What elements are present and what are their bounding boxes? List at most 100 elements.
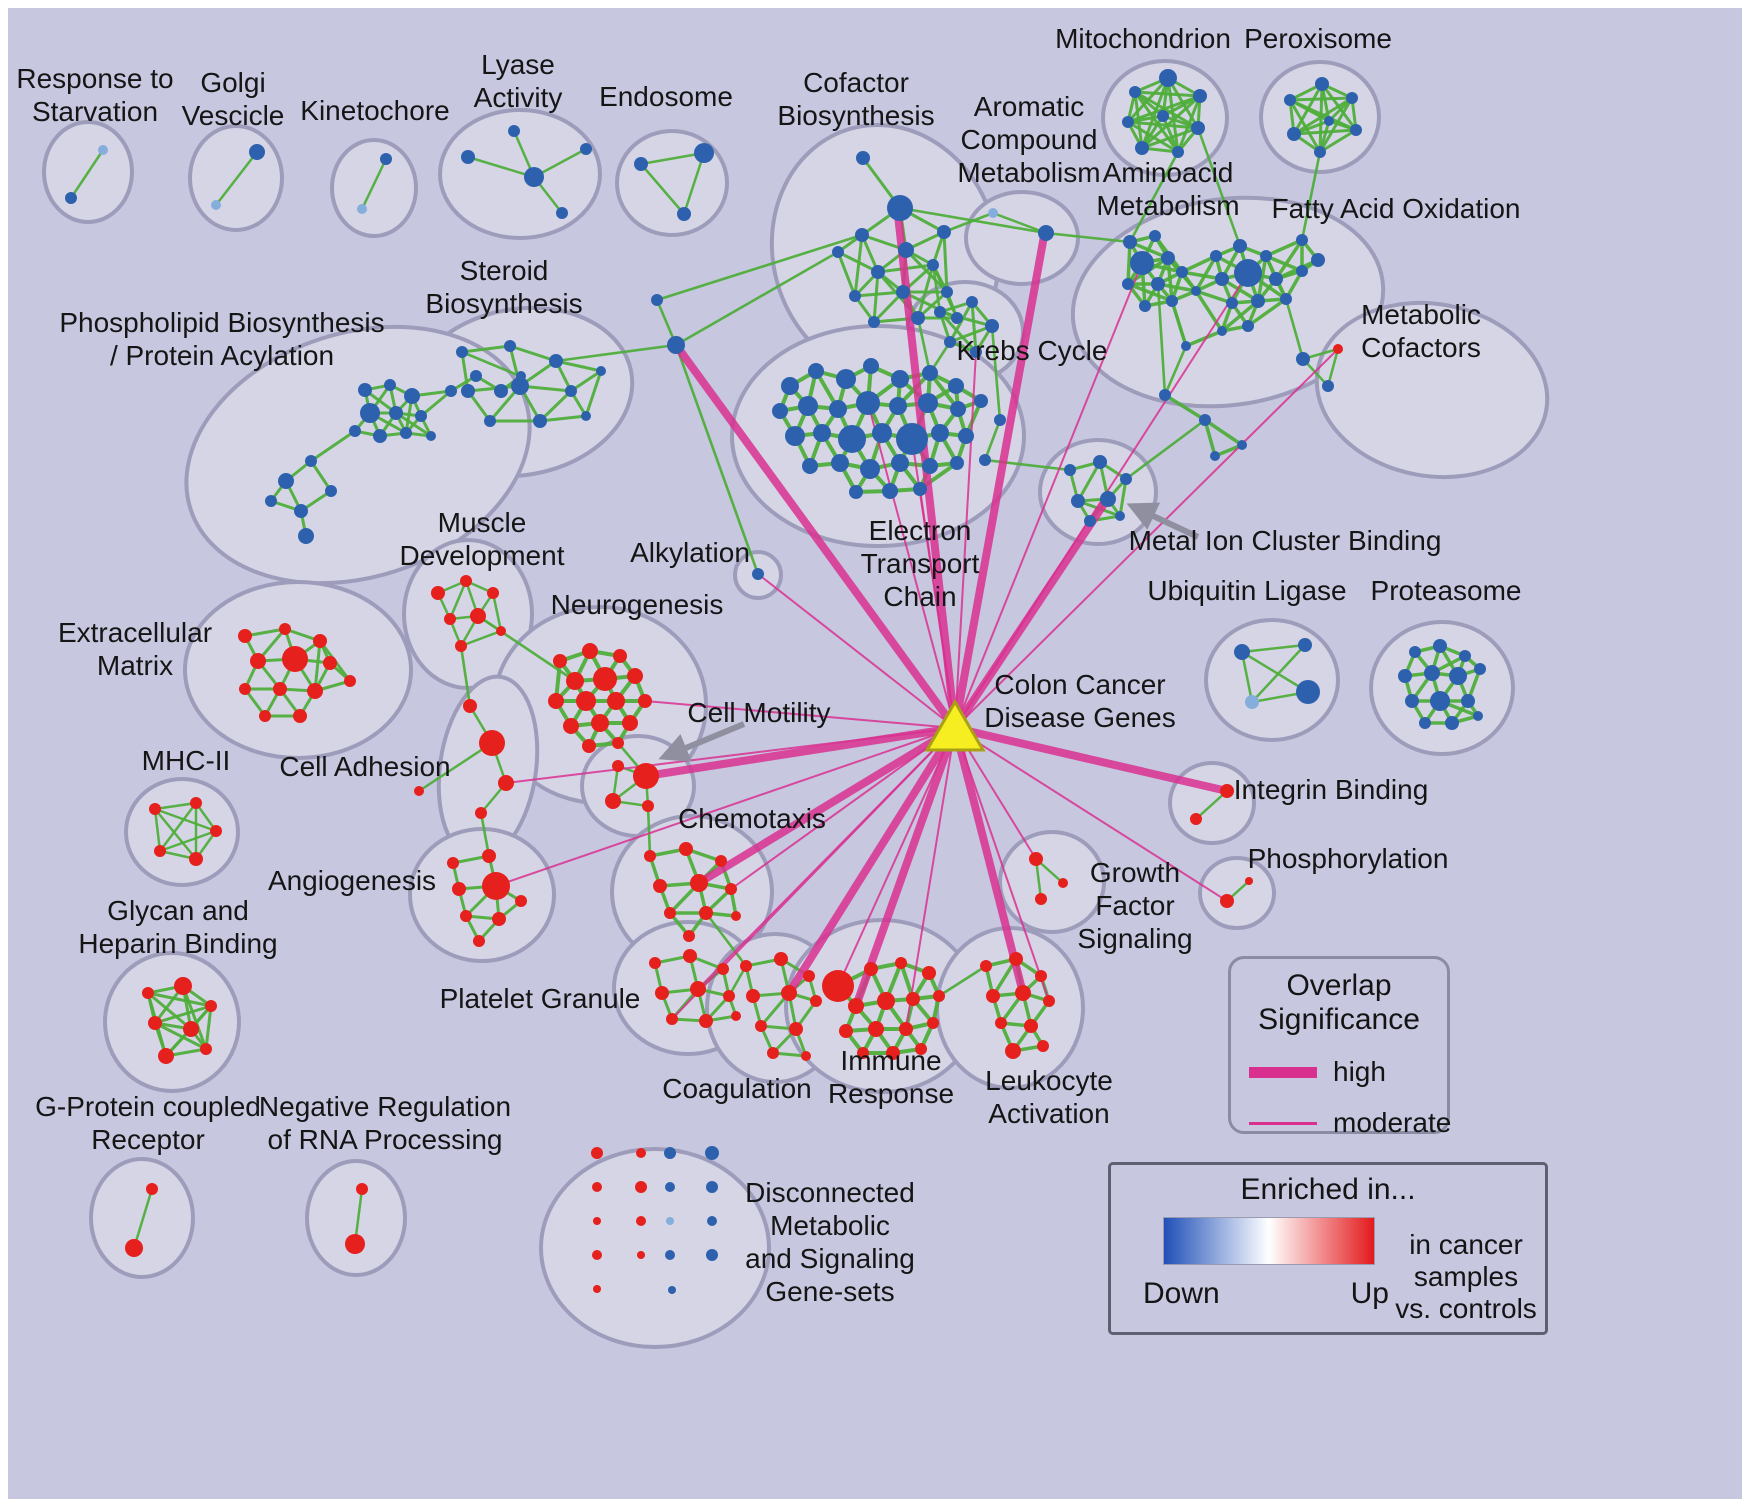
node-ubiquitin-ligase — [1234, 644, 1250, 660]
edge-peroxisome — [1319, 128, 1357, 154]
significance-edge-moderate — [837, 727, 956, 987]
node-aromatic-compound-metabolism — [1038, 225, 1054, 241]
node-phosphorylation — [1220, 894, 1234, 908]
node-phospholipid-biosynthesis — [305, 455, 317, 467]
node-extracellular-matrix — [238, 629, 252, 643]
edge-cofactor-biosynthesis — [836, 251, 857, 297]
node-cofactor-biosynthesis — [887, 195, 913, 221]
edge-ubiquitin-ligase — [1251, 644, 1306, 703]
node-electron-transport-chain — [896, 423, 928, 455]
node-electron-transport-chain — [838, 425, 866, 453]
node-chemotaxis — [679, 842, 693, 856]
cluster-disconnected-gene-sets — [539, 1147, 771, 1349]
legend-enrichment-title: Enriched in... — [1240, 1173, 1416, 1206]
inter-cluster-edge — [1125, 418, 1206, 481]
node-metal-ion-cluster-binding — [1064, 464, 1076, 476]
node-aminoacid-fatty-oxidation — [1199, 414, 1211, 426]
node-disconnected-gene-sets — [591, 1147, 603, 1159]
edge-aminoacid-fatty-oxidation — [1265, 238, 1303, 258]
node-electron-transport-chain — [922, 365, 938, 381]
edge-mhc-ii — [154, 801, 197, 811]
node-platelet-granule — [690, 981, 706, 997]
edge-mitochondrion — [1127, 120, 1199, 130]
node-coagulation — [801, 1051, 811, 1061]
node-krebs-cycle — [970, 346, 982, 358]
significance-edge-high — [951, 724, 1027, 997]
node-mhc-ii — [210, 825, 222, 837]
node-immune-response — [822, 970, 854, 1002]
edge-g-protein-coupled-receptor — [132, 1188, 154, 1249]
node-extracellular-matrix — [279, 623, 291, 635]
edge-aminoacid-fatty-oxidation — [1164, 393, 1206, 422]
node-phosphorylation — [1245, 877, 1253, 885]
edge-cofactor-biosynthesis — [854, 290, 904, 298]
node-cofactor-biosynthesis — [898, 242, 914, 258]
node-aminoacid-fatty-oxidation — [1251, 294, 1265, 308]
node-glycan-heparin-binding — [158, 1048, 174, 1064]
edge-metabolic-cofactors — [1326, 348, 1340, 387]
significance-edge-high — [951, 232, 1048, 732]
node-lyase-activity — [524, 167, 544, 187]
node-cofactor-biosynthesis — [855, 228, 869, 242]
inter-cluster-edge — [461, 350, 521, 378]
label-proteasome: Proteasome — [1371, 575, 1522, 606]
node-leukocyte-activation — [1024, 1019, 1038, 1033]
edge-cell-adhesion — [418, 741, 493, 793]
edge-glycan-heparin-binding — [147, 991, 192, 1031]
edge-mitochondrion — [1166, 77, 1180, 153]
label-cell-adhesion: Cell Adhesion — [279, 751, 450, 782]
node-phospholipid-biosynthesis — [445, 385, 457, 397]
inter-cluster-edge — [943, 211, 994, 234]
node-peroxisome — [1287, 127, 1301, 141]
node-cofactor-biosynthesis — [896, 285, 910, 299]
node-extracellular-matrix — [259, 710, 271, 722]
node-extracellular-matrix — [250, 653, 266, 669]
label-integrin-binding: Integrin Binding — [1234, 774, 1429, 805]
inter-cluster-edge — [1284, 298, 1305, 360]
edge-glycan-heparin-binding — [147, 991, 212, 1008]
edge-muscle-development — [448, 580, 468, 620]
edge-mhc-ii — [159, 802, 197, 852]
node-disconnected-gene-sets — [592, 1250, 602, 1260]
edge-mitochondrion — [1133, 91, 1180, 153]
node-aminoacid-fatty-oxidation — [1159, 389, 1171, 401]
node-metabolic-cofactors — [1322, 380, 1334, 392]
node-krebs-cycle — [966, 296, 978, 308]
node-growth-factor-signaling — [1029, 852, 1043, 866]
cluster-negative-regulation-rna-processing — [305, 1159, 407, 1277]
edge-glycan-heparin-binding — [154, 1004, 212, 1025]
edge-steroid-biosynthesis — [570, 369, 602, 393]
node-cofactor-biosynthesis — [856, 151, 870, 165]
node-steroid-biosynthesis — [456, 346, 468, 358]
node-electron-transport-chain — [829, 400, 847, 418]
edge-steroid-biosynthesis — [584, 370, 603, 417]
inter-cluster-edge — [1045, 231, 1131, 244]
node-aminoacid-fatty-oxidation — [1296, 234, 1308, 246]
node-steroid-biosynthesis — [533, 414, 547, 428]
node-muscle-development — [460, 575, 472, 587]
node-cell-adhesion — [475, 807, 487, 819]
node-electron-transport-chain — [974, 394, 988, 408]
node-lyase-activity — [508, 125, 520, 137]
edge-cofactor-biosynthesis — [837, 250, 879, 274]
enrichment-side-line3: vs. controls — [1395, 1293, 1537, 1324]
node-phospholipid-biosynthesis — [400, 427, 412, 439]
edge-mitochondrion — [1127, 94, 1201, 124]
node-aminoacid-fatty-oxidation — [1130, 251, 1154, 275]
node-integrin-binding — [1220, 784, 1234, 798]
node-metal-ion-cluster-binding — [1115, 511, 1125, 521]
edge-steroid-biosynthesis — [461, 344, 511, 354]
node-leukocyte-activation — [1043, 995, 1055, 1007]
node-platelet-granule — [666, 1013, 678, 1025]
node-aminoacid-fatty-oxidation — [1166, 295, 1178, 307]
significance-edge-moderate — [505, 727, 956, 784]
edge-cofactor-biosynthesis — [942, 231, 949, 293]
legend-enrichment: Enriched in... Down Up in cancer samples… — [1108, 1162, 1548, 1335]
node-coagulation — [803, 970, 815, 982]
inter-cluster-edge — [656, 233, 863, 302]
node-electron-transport-chain — [772, 403, 788, 419]
